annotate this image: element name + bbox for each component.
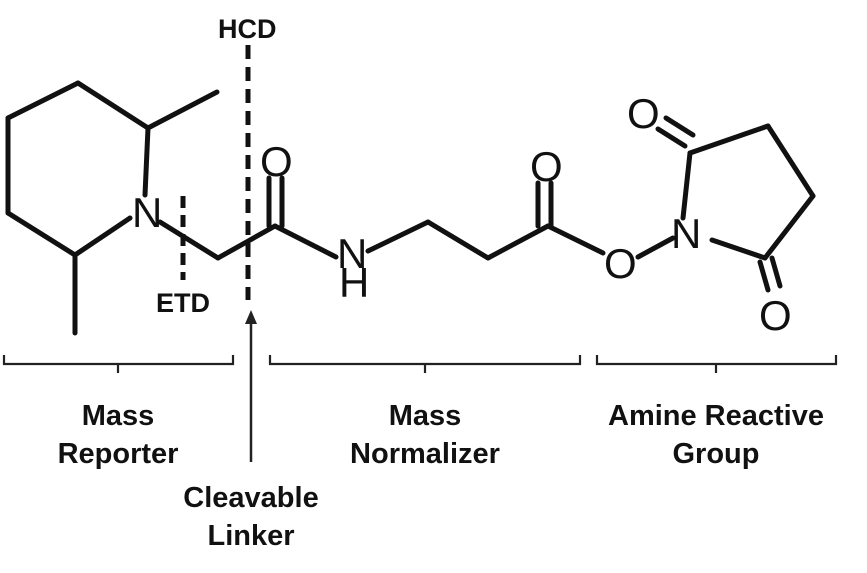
- succ-c-c-top-bond: [687, 123, 771, 156]
- succ-c-c-bottom-bond: [762, 193, 816, 261]
- normalizer-label-line1: Mass: [389, 400, 462, 432]
- reactive-group-brace: [595, 355, 838, 373]
- succinimide-top-oxygen: O: [627, 90, 660, 137]
- methyl-bond-top: [145, 89, 220, 131]
- normalizer-label-line2: Normalizer: [350, 438, 500, 470]
- ring-bond-3: [142, 125, 151, 198]
- normalizer-brace: [268, 355, 582, 373]
- normalizer-chain: [365, 180, 676, 261]
- ch2-ester-carbonyl-bond: [485, 223, 551, 261]
- reporter-brace: [2, 355, 235, 373]
- piperidine-ring: [5, 80, 220, 336]
- reporter-label-line2: Reporter: [58, 438, 179, 470]
- ester-o-n-bond: [635, 235, 676, 260]
- ch2-ch2-bond: [425, 219, 491, 261]
- carbonyl-oxygen: O: [260, 138, 293, 185]
- carbonyl-amide-bond: [272, 223, 339, 260]
- succ-n-c-top-bond: [680, 150, 693, 221]
- linker-chain: [157, 175, 339, 261]
- ch2-carbonyl-bond: [215, 223, 278, 261]
- n-ch2-bond: [157, 219, 221, 261]
- succinimide-ring: [655, 115, 816, 293]
- succ-carbonyl-top-a: [655, 126, 688, 149]
- etd-label: ETD: [156, 288, 210, 318]
- linker-arrow-head: [245, 310, 257, 324]
- succinimide-nitrogen: N: [671, 210, 701, 257]
- hcd-label: HCD: [218, 14, 277, 44]
- succ-carbonyl-top-b: [663, 115, 696, 138]
- succ-c-n-bottom-bond: [709, 237, 768, 261]
- reactive-group-label-line2: Group: [673, 438, 760, 470]
- amide-nitrogen: N: [337, 230, 367, 277]
- ester-carbonyl-oxygen: O: [530, 143, 563, 190]
- ring-bond-1: [5, 80, 81, 121]
- succ-carbonyl-bottom-a: [757, 259, 771, 293]
- amide-hydrogen: H: [339, 259, 369, 306]
- succ-carbonyl-bottom-b: [769, 255, 783, 289]
- ring-bond-2: [75, 80, 151, 131]
- amide-ch2-bond: [365, 219, 431, 254]
- ester-oxygen: O: [604, 240, 637, 287]
- reporter-label-line1: Mass: [82, 400, 155, 432]
- succ-c-c-right-bond: [765, 123, 816, 199]
- carbonyl-ester-o-bond: [545, 223, 606, 256]
- succinimide-bottom-oxygen: O: [759, 292, 792, 339]
- reactive-group-label-line1: Amine Reactive: [608, 400, 824, 432]
- linker-label-line1: Cleavable: [183, 482, 318, 514]
- reporter-nitrogen: N: [132, 189, 162, 236]
- linker-label-line2: Linker: [207, 520, 294, 552]
- ring-bond-4: [72, 215, 133, 258]
- ring-bond-5: [5, 210, 78, 258]
